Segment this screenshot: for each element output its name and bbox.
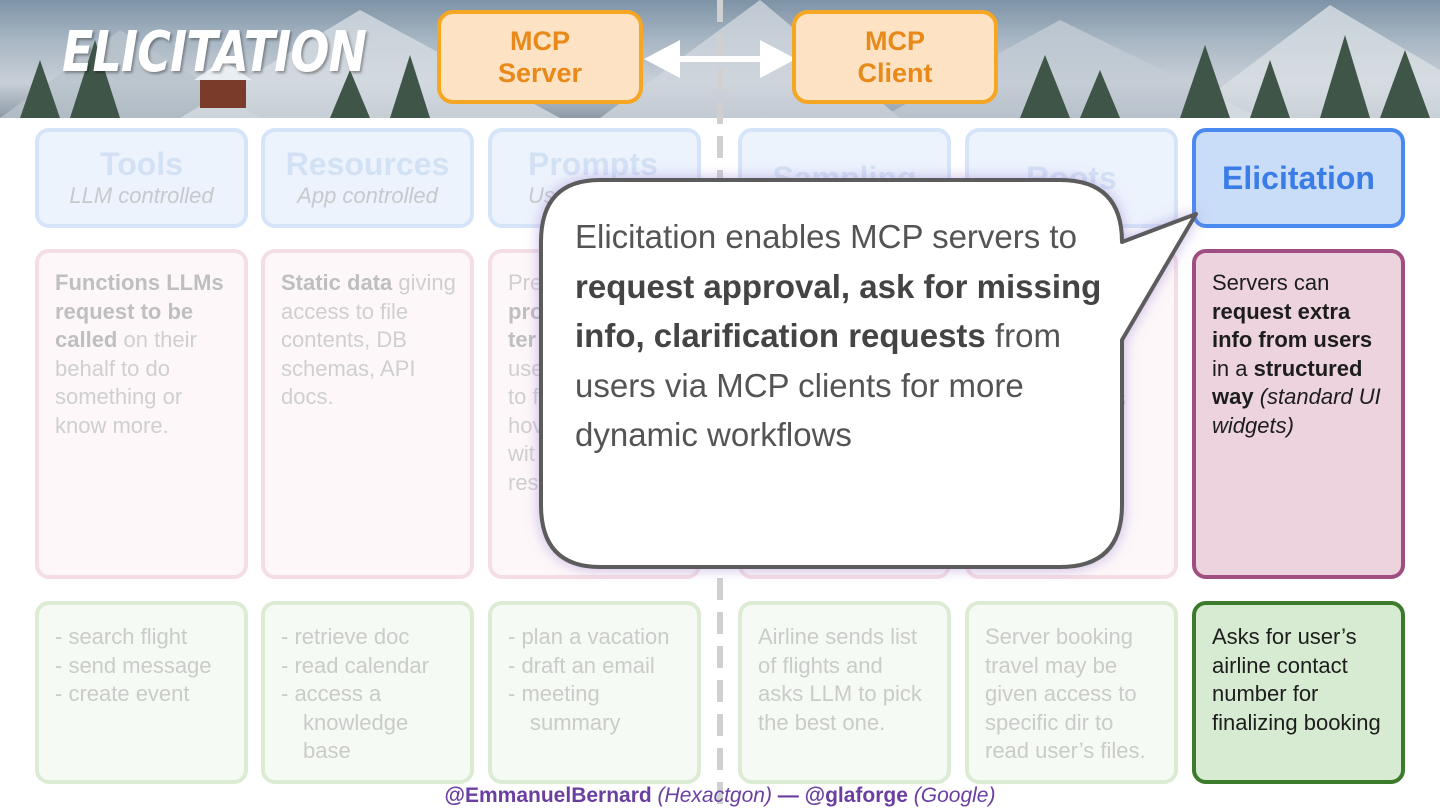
elicitation-description-card: Servers can request extra info from user…: [1192, 249, 1405, 579]
footer-org-2: (Google): [907, 784, 996, 807]
elicitation-name: Elicitation: [1222, 160, 1375, 196]
prompts-desc-line: ter: [508, 327, 537, 352]
mcp-server-box: MCP Server: [437, 10, 643, 104]
mcp-client-line2: Client: [857, 58, 933, 88]
prompts-name: Prompts: [528, 146, 658, 182]
bidirectional-arrow-icon: [644, 40, 796, 78]
tools-example: - search flight: [55, 624, 188, 649]
footer-handle-2: @glaforge: [804, 784, 908, 807]
footer-credits: @EmmanuelBernard (Hexactgon) — @glaforge…: [0, 784, 1440, 808]
prompts-desc-line: use: [508, 355, 544, 381]
footer-org-1: (Hexactgon): [651, 784, 772, 807]
elicitation-desc-b: request extra info from users: [1212, 298, 1373, 353]
mcp-server-line1: MCP: [510, 26, 570, 56]
resources-header-card: Resources App controlled: [261, 128, 474, 228]
tools-desc-rest: on their behalf to do something or know …: [55, 327, 197, 438]
mcp-server-line2: Server: [497, 58, 583, 88]
speech-bubble-text: Elicitation enables MCP servers to reque…: [575, 212, 1115, 460]
bubble-text-part2: from users via MCP clients for more dyna…: [575, 317, 1061, 453]
prompts-example: - meeting summary: [508, 681, 621, 735]
elicitation-desc-d: structured way: [1212, 355, 1363, 410]
elicitation-header-card: Elicitation: [1192, 128, 1405, 228]
tools-desc-bold: Functions LLMs request to be called: [55, 270, 224, 352]
resources-sub: App controlled: [297, 183, 438, 208]
elicitation-desc-e: (standard UI widgets): [1212, 384, 1381, 438]
resources-example: - retrieve doc: [281, 624, 410, 649]
tools-name: Tools: [100, 146, 183, 182]
prompts-example: - draft an email: [508, 652, 655, 678]
elicitation-example: Asks for user’s airline contact number f…: [1212, 624, 1381, 735]
prompts-desc-line: wit: [508, 441, 535, 466]
slide-title: ELICITATION: [62, 20, 367, 85]
prompts-desc-line: to f: [508, 384, 539, 409]
prompts-example: - plan a vacation: [508, 624, 670, 649]
footer-separator: —: [771, 784, 805, 807]
elicitation-desc-c: in a: [1212, 355, 1254, 381]
bubble-text-bold: request approval, ask for missing info, …: [575, 267, 1102, 355]
tools-sub: LLM controlled: [69, 183, 214, 208]
resources-description-card: Static data giving access to file conten…: [261, 249, 474, 579]
elicitation-desc-a: Servers can: [1212, 270, 1330, 295]
sampling-example: Airline sends list of flights and asks L…: [758, 624, 922, 735]
sampling-examples-card: Airline sends list of flights and asks L…: [738, 601, 951, 784]
resources-example: - access a knowledge base: [281, 681, 409, 763]
resources-examples-card: - retrieve doc - read calendar - access …: [261, 601, 474, 784]
bubble-text-part1: Elicitation enables MCP servers to: [575, 218, 1077, 255]
resources-name: Resources: [285, 146, 450, 182]
prompts-examples-card: - plan a vacation - draft an email - mee…: [488, 601, 701, 784]
resources-example: - read calendar: [281, 652, 429, 678]
tools-description-card: Functions LLMs request to be called on t…: [35, 249, 248, 579]
prompts-desc-line: Pre: [508, 270, 543, 295]
resources-desc-bold: Static data: [281, 270, 393, 295]
resources-desc-rest: giving access to file contents, DB schem…: [281, 270, 456, 409]
tools-header-card: Tools LLM controlled: [35, 128, 248, 228]
prompts-desc-line: res: [508, 469, 539, 495]
mcp-client-line1: MCP: [865, 26, 925, 56]
roots-examples-card: Server booking travel may be given acces…: [965, 601, 1178, 784]
tools-example: - send message: [55, 652, 212, 678]
prompts-desc-line: hov: [508, 412, 544, 438]
footer-handle-1: @EmmanuelBernard: [444, 784, 652, 807]
roots-example: Server booking travel may be given acces…: [985, 624, 1146, 763]
tools-examples-card: - search flight - send message - create …: [35, 601, 248, 784]
mcp-client-box: MCP Client: [792, 10, 998, 104]
elicitation-examples-card: Asks for user’s airline contact number f…: [1192, 601, 1405, 784]
tools-example: - create event: [55, 681, 190, 706]
prompts-desc-line: pro: [508, 298, 544, 324]
